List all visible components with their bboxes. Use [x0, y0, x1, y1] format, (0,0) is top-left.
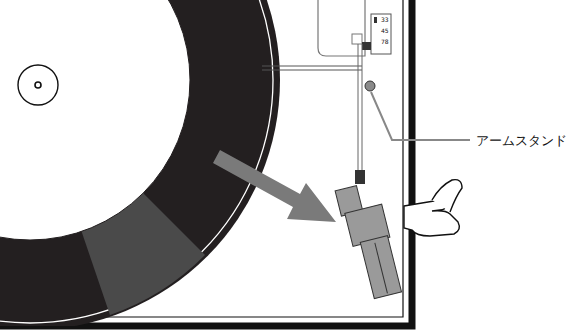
arm-pivot — [352, 34, 362, 44]
tonearm — [362, 44, 363, 172]
leader-line — [371, 92, 470, 140]
speed-selector — [371, 14, 391, 54]
spindle — [35, 82, 41, 88]
arm-rail — [262, 66, 362, 67]
headshell — [335, 181, 403, 302]
record-label-edge — [0, 0, 190, 240]
speed-knob — [362, 42, 371, 50]
move-arrow — [213, 150, 336, 222]
speed-number: 45 — [381, 28, 389, 34]
speed-number: 78 — [381, 39, 389, 45]
pointing-hand — [432, 180, 462, 212]
arm-stand — [365, 81, 375, 91]
part-label: アームスタンド — [476, 134, 567, 147]
center-label — [18, 65, 58, 105]
record-label-area — [0, 0, 190, 240]
speed-number: 33 — [381, 17, 389, 23]
tonearm — [358, 44, 359, 172]
arm-rail — [262, 70, 362, 71]
speed-indicator — [374, 17, 377, 23]
tonearm-joint — [355, 170, 365, 184]
